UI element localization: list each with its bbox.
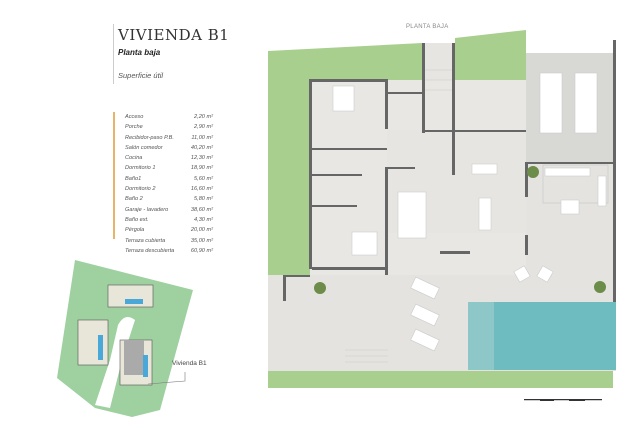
walls (283, 40, 616, 302)
scale-bar (524, 399, 602, 401)
pool-steps (468, 302, 494, 370)
area-table: Acceso 2,20 m² Porche 2,90 m² Recibidor-paso… (125, 112, 213, 256)
area-row: Recibidor-paso P.B. 11,00 m² (125, 133, 213, 143)
title-divider (113, 24, 114, 84)
area-value: 20,00 m² (190, 227, 213, 234)
area-name: Terraza descubierta (125, 247, 175, 254)
tree-icon (594, 281, 606, 293)
area-name: Terraza cubierta (125, 237, 166, 244)
area-value: 60,90 m² (190, 247, 213, 254)
area-name: Recibidor-paso P.B. (125, 134, 174, 141)
area-row: Salón comedor 40,20 m² (125, 143, 213, 153)
area-value: 11,00 m² (191, 134, 213, 141)
area-row: Dormitorio 2 16,60 m² (125, 184, 213, 194)
area-value: 38,60 m² (190, 206, 213, 213)
area-name: Dormitorio 2 (125, 186, 156, 193)
area-value: 35,00 m² (190, 237, 213, 244)
area-name: Salón comedor (125, 144, 163, 151)
area-value: 2,90 m² (194, 124, 213, 131)
area-row: Acceso 2,20 m² (125, 112, 213, 122)
area-value: 18,90 m² (190, 165, 213, 172)
tree-icon (314, 282, 326, 294)
area-row: Baño1 5,60 m² (125, 174, 213, 184)
surface-heading: Superficie útil (118, 71, 164, 80)
area-value: 12,30 m² (190, 155, 213, 162)
area-name: Baño ext. (125, 216, 149, 223)
tree-icon (527, 166, 539, 178)
furniture (332, 72, 607, 352)
area-name: Cocina (125, 155, 143, 162)
area-row: Baño 2 5,80 m² (125, 194, 213, 204)
area-name: Baño1 (125, 175, 142, 182)
area-row: Baño ext. 4,30 m² (125, 215, 213, 225)
area-row: Dormitorio 1 18,90 m² (125, 163, 213, 173)
area-value: 5,80 m² (194, 196, 213, 203)
area-value: 5,60 m² (194, 175, 213, 182)
garden-bottom (268, 371, 613, 388)
area-row: Terraza descubierta 60,90 m² (125, 246, 213, 256)
area-name: Baño 2 (125, 196, 143, 203)
area-row: Garaje - lavadero 38,60 m² (125, 205, 213, 215)
area-value: 4,30 m² (194, 216, 213, 223)
page-title: VIVIENDA B1 (118, 26, 230, 44)
area-row: Pérgola 20,00 m² (125, 225, 213, 235)
area-row: Terraza cubierta 35,00 m² (125, 236, 213, 246)
page-subtitle: Planta baja (118, 48, 161, 57)
area-name: Garaje - lavadero (125, 206, 169, 213)
area-value: 40,20 m² (190, 144, 213, 151)
site-map-label: Vivienda B1 (172, 360, 207, 367)
area-name: Dormitorio 1 (125, 165, 156, 172)
area-name: Pérgola (125, 227, 145, 234)
stairs (345, 69, 452, 363)
table-accent-bar (113, 112, 115, 239)
area-value: 16,60 m² (190, 186, 213, 193)
area-value: 2,20 m² (194, 114, 213, 120)
garage (526, 53, 613, 163)
site-map (57, 260, 193, 417)
plan-label: PLANTA BAJA (406, 24, 449, 30)
area-row: Cocina 12,30 m² (125, 153, 213, 163)
area-row: Porche 2,90 m² (125, 122, 213, 132)
area-name: Porche (125, 124, 143, 131)
area-name: Acceso (125, 114, 144, 120)
